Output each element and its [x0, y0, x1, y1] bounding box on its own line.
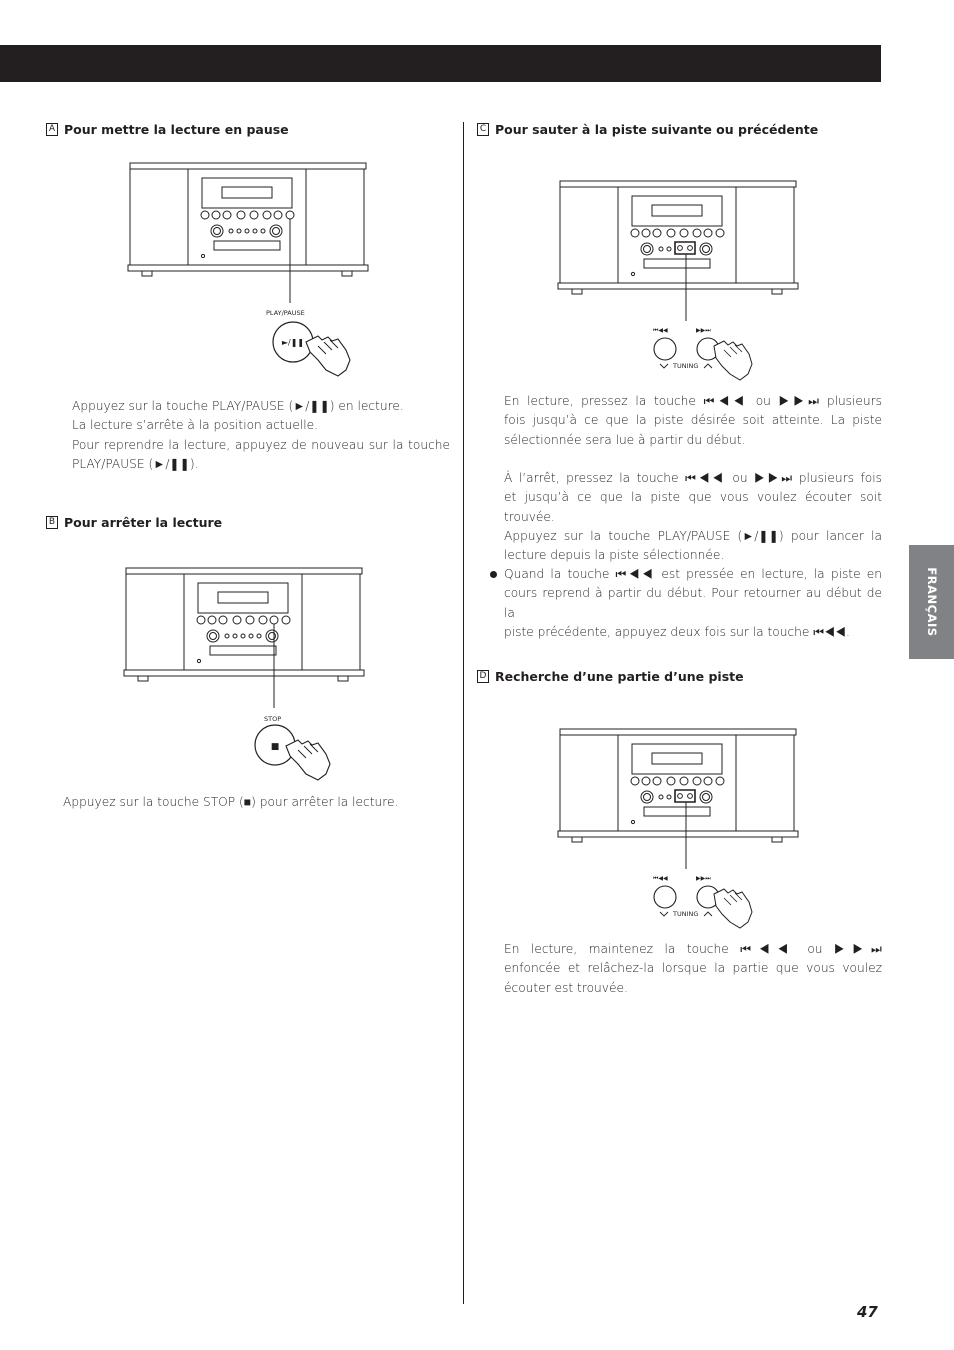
stop-label: STOP — [264, 715, 281, 723]
play-pause-button-illustration: PLAY/PAUSE ►/❚❚ — [266, 309, 366, 384]
section-c-paragraph-1: En lecture, pressez la touche ⏮◀◀ ou ▶▶⏭… — [504, 392, 882, 450]
section-a-line-2: La lecture s’arrête à la position actuel… — [72, 418, 318, 433]
section-c-p1-line-1: En lecture, pressez la touche ⏮◀◀ ou ▶▶⏭… — [504, 394, 882, 408]
section-c-letter: C — [477, 123, 489, 136]
section-a-letter: A — [46, 123, 58, 136]
section-a-line-1: Appuyez sur la touche PLAY/PAUSE (►/❚❚) … — [72, 399, 404, 413]
language-tab-label: FRANÇAIS — [924, 567, 939, 637]
device-illustration-b — [124, 566, 364, 686]
section-b-line-1: Appuyez sur la touche STOP (■) pour arrê… — [63, 795, 399, 809]
section-d-title: Recherche d’une partie d’une piste — [495, 669, 744, 684]
section-d-line-2: enfoncée et relâchez-la lorsque la parti… — [504, 961, 882, 976]
skip-buttons-illustration-d: ⏮◀◀ ▶▶⏭ TUNING — [653, 875, 758, 934]
column-divider — [463, 122, 464, 1304]
stop-symbol: ■ — [271, 742, 280, 752]
skip-prev-label-d: ⏮◀◀ — [653, 875, 668, 882]
play-pause-symbol: ►/❚❚ — [282, 338, 304, 347]
section-b-heading: B Pour arrêter la lecture — [46, 515, 222, 530]
skip-prev-label-c: ⏮◀◀ — [653, 327, 668, 334]
section-c-paragraph-2: À l’arrêt, pressez la touche ⏮◀◀ ou ▶▶⏭ … — [504, 469, 882, 565]
section-c-p2-line-4: lecture depuis la piste sélectionnée. — [504, 548, 725, 563]
section-c-bullet-line-2: cours reprend à partir du début. Pour re… — [504, 586, 882, 620]
skip-next-label-c: ▶▶⏭ — [696, 327, 711, 334]
section-a-title: Pour mettre la lecture en pause — [64, 122, 289, 137]
skip-buttons-illustration-c: ⏮◀◀ ▶▶⏭ TUNING — [653, 327, 758, 386]
section-c-bullet: Quand la touche ⏮◀◀ est pressée en lectu… — [504, 565, 882, 642]
section-b-letter: B — [46, 516, 58, 529]
section-a-paragraph: Appuyez sur la touche PLAY/PAUSE (►/❚❚) … — [72, 397, 450, 474]
section-d-line-3: écouter est trouvée. — [504, 980, 628, 995]
section-c-p1-line-2: fois jusqu’à ce que la piste désirée soi… — [504, 413, 882, 428]
section-b-title: Pour arrêter la lecture — [64, 515, 223, 530]
device-illustration-d — [558, 727, 798, 847]
tuning-label-d: TUNING — [672, 910, 698, 918]
section-d-line-1: En lecture, maintenez la touche ⏮◀◀ ou ▶… — [504, 942, 882, 956]
section-c-bullet-line-3: piste précédente, appuyez deux fois sur … — [504, 624, 850, 639]
bullet-dot — [490, 571, 497, 578]
section-a-line-3: Pour reprendre la lecture, appuyez de no… — [72, 437, 450, 452]
stop-button-illustration: STOP ■ — [254, 715, 354, 790]
section-c-p2-line-3: Appuyez sur la touche PLAY/PAUSE (►/❚❚) … — [504, 528, 882, 543]
section-c-bullet-line-1: Quand la touche ⏮◀◀ est pressée en lectu… — [504, 567, 882, 581]
section-a-heading: A Pour mettre la lecture en pause — [46, 122, 289, 137]
section-c-p2-line-2: et jusqu’à ce que la piste que vous voul… — [504, 490, 882, 524]
section-d-paragraph: En lecture, maintenez la touche ⏮◀◀ ou ▶… — [504, 940, 882, 998]
section-c-p1-line-3: sélectionnée sera lue à partir du début. — [504, 432, 746, 447]
language-tab: FRANÇAIS — [909, 545, 954, 659]
tuning-label-c: TUNING — [672, 362, 698, 370]
section-c-p2-line-1: À l’arrêt, pressez la touche ⏮◀◀ ou ▶▶⏭ … — [504, 471, 882, 485]
section-a-line-4: PLAY/PAUSE (►/❚❚). — [72, 456, 199, 471]
section-c-title: Pour sauter à la piste suivante ou précé… — [495, 122, 819, 137]
section-d-letter: D — [477, 670, 489, 683]
header-bar — [0, 45, 881, 82]
page-number: 47 — [857, 1303, 878, 1321]
play-pause-label: PLAY/PAUSE — [266, 309, 305, 317]
device-illustration-a — [128, 161, 368, 281]
section-d-heading: D Recherche d’une partie d’une piste — [477, 669, 744, 684]
device-illustration-c — [558, 179, 798, 299]
skip-next-label-d: ▶▶⏭ — [696, 875, 711, 882]
section-c-heading: C Pour sauter à la piste suivante ou pré… — [477, 122, 818, 137]
section-b-paragraph: Appuyez sur la touche STOP (■) pour arrê… — [63, 793, 443, 812]
